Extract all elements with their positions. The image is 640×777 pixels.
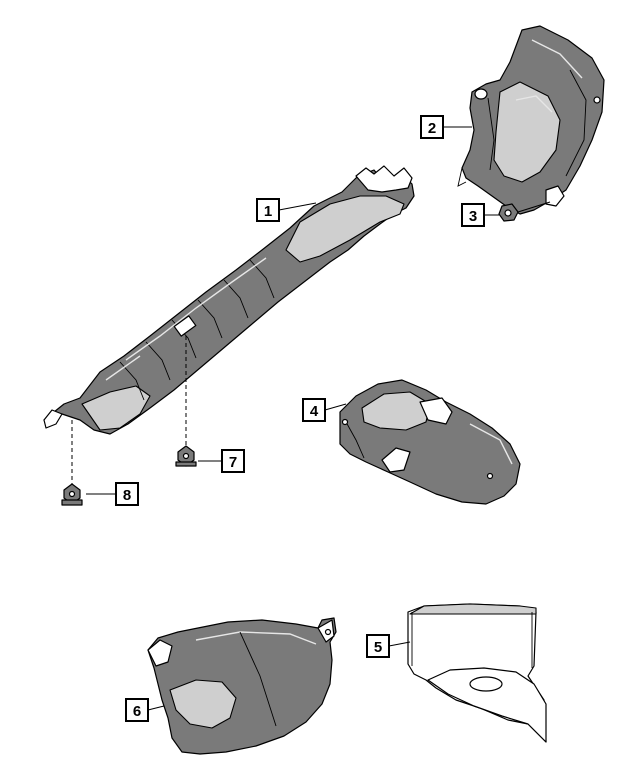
mount-tab [173, 315, 197, 337]
part-4-heat-shield [339, 379, 521, 505]
part-3-nut [498, 203, 519, 222]
callout-6: 6 [125, 698, 165, 722]
callout-5: 5 [366, 634, 411, 658]
part-1-tunnel-heat-shield [43, 165, 415, 435]
part-6-heat-shield [147, 617, 337, 755]
callout-label: 4 [310, 403, 319, 420]
callout-label: 2 [428, 120, 436, 137]
callout-1: 1 [256, 198, 317, 222]
bracket-hole [469, 676, 503, 692]
callout-label: 7 [229, 454, 237, 471]
callout-2: 2 [420, 115, 472, 139]
callout-label: 3 [469, 208, 477, 225]
callout-label: 1 [264, 203, 272, 220]
mount-hole [474, 88, 488, 100]
callout-7: 7 [198, 449, 245, 473]
callout-8: 8 [86, 482, 139, 506]
part-7-bolt [175, 336, 197, 467]
callout-3: 3 [461, 201, 551, 227]
part-2-heat-shield [457, 25, 605, 215]
callout-label: 5 [374, 639, 382, 656]
callout-label: 6 [133, 703, 141, 720]
part-8-bolt [61, 420, 83, 506]
callout-4: 4 [302, 398, 347, 422]
part-5-bracket-shield [407, 603, 547, 743]
callout-label: 8 [123, 487, 131, 504]
